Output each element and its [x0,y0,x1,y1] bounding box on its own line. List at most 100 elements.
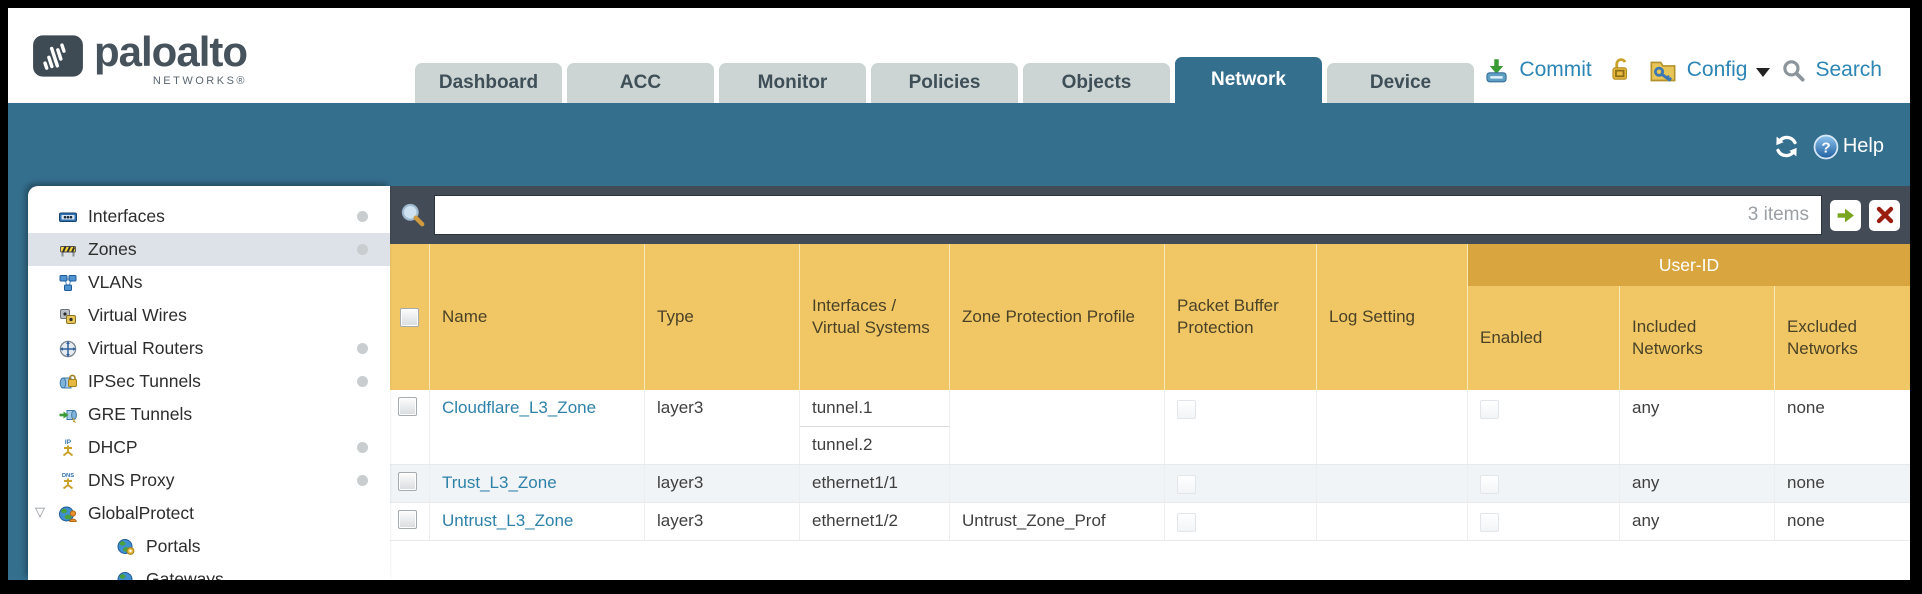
interface-item: tunnel.1 [800,390,949,427]
included-networks-cell: any [1620,465,1775,502]
tab-monitor[interactable]: Monitor [719,63,866,103]
lock-icon[interactable] [1607,57,1633,83]
sidebar-item-dhcp[interactable]: IP DHCP [28,431,390,464]
status-dot [357,211,368,222]
sidebar-item-interfaces[interactable]: Interfaces [28,200,390,233]
sidebar-item-label: Interfaces [88,206,165,226]
sidebar-item-label: DNS Proxy [88,470,175,490]
user-id-enabled-checkbox[interactable] [1480,513,1499,532]
packet-buffer-protection-checkbox[interactable] [1177,475,1196,494]
sidebar-item-label: IPSec Tunnels [88,371,201,391]
zone-name-link[interactable]: Untrust_L3_Zone [442,511,574,530]
user-id-group-header: User-ID [1468,244,1910,286]
column-header-zone-protection-profile[interactable]: Zone Protection Profile [950,244,1165,390]
tab-device[interactable]: Device [1327,63,1474,103]
included-networks-cell: any [1620,390,1775,464]
sidebar-item-zones[interactable]: Zones [28,233,390,266]
user-id-enabled-checkbox[interactable] [1480,475,1499,494]
select-all-checkbox[interactable] [400,307,419,327]
table-header: Name Type Interfaces / Virtual Systems Z… [390,244,1910,390]
zone-name-link[interactable]: Cloudflare_L3_Zone [442,398,597,417]
tab-dashboard[interactable]: Dashboard [415,63,562,103]
apply-filter-icon [1837,208,1854,222]
tab-network[interactable]: Network [1175,57,1322,103]
sidebar-item-gre-tunnels[interactable]: GRE Tunnels [28,398,390,431]
sidebar-item-label: Virtual Wires [88,305,187,325]
column-header-name[interactable]: Name [430,244,645,390]
column-header-enabled[interactable]: Enabled [1468,286,1620,390]
packet-buffer-protection-checkbox[interactable] [1177,400,1196,419]
sidebar-item-label: VLANs [88,272,143,292]
dhcp-icon: IP [58,438,80,457]
vlans-icon [58,273,80,292]
zones-table: Name Type Interfaces / Virtual Systems Z… [390,244,1910,580]
svg-text:?: ? [1821,139,1830,156]
zone-name-link[interactable]: Trust_L3_Zone [442,473,557,492]
help-button[interactable]: Help [1842,135,1884,157]
sidebar-item-virtual-routers[interactable]: Virtual Routers [28,332,390,365]
commit-button[interactable]: Commit [1519,58,1592,81]
user-id-column-group: User-ID Enabled Included Networks Exclud… [1468,244,1910,390]
chevron-down-icon[interactable] [1756,67,1771,77]
excluded-networks-cell: none [1787,511,1825,530]
sidebar-item-globalprotect[interactable]: ▽ GlobalProtect [28,497,390,530]
zone-interfaces-cell: ethernet1/2 [800,503,950,540]
config-icon [1648,56,1678,84]
sidebar-item-virtual-wires[interactable]: Virtual Wires [28,299,390,332]
excluded-networks-cell: none [1787,473,1825,492]
row-checkbox[interactable] [398,472,417,491]
refresh-icon[interactable] [1773,133,1800,160]
zone-protection-profile-cell [950,465,1165,502]
tab-acc[interactable]: ACC [567,63,714,103]
portals-icon [116,537,138,556]
config-menu-button[interactable]: Config [1686,58,1748,81]
apply-filter-button[interactable] [1830,199,1861,231]
sidebar-item-portals[interactable]: Portals [28,530,390,563]
status-dot [357,376,368,387]
brand-name: paloalto [94,28,248,75]
globalprotect-icon [58,504,80,523]
sidebar-item-ipsec-tunnels[interactable]: IPSec Tunnels [28,365,390,398]
gateways-icon [116,570,138,580]
clear-filter-button[interactable] [1869,199,1900,231]
log-setting-cell [1317,390,1468,464]
sidebar-item-label: Portals [146,536,201,556]
sidebar-item-dns-proxy[interactable]: DNS DNS Proxy [28,464,390,497]
zone-protection-profile-cell: Untrust_Zone_Prof [950,503,1165,540]
column-header-included-networks[interactable]: Included Networks [1620,286,1775,390]
user-id-enabled-checkbox[interactable] [1480,400,1499,419]
table-row: Untrust_L3_Zone layer3 ethernet1/2 Untru… [390,503,1910,541]
header-utilities: Commit Config Search [1483,56,1882,84]
filter-magnifier-icon [400,202,426,228]
sidebar-item-label: Zones [88,239,137,259]
log-setting-cell [1317,503,1468,540]
svg-text:IP: IP [65,439,72,446]
row-checkbox[interactable] [398,510,417,529]
filter-input[interactable] [435,196,1748,234]
sidebar-item-gateways[interactable]: Gateways [28,563,390,580]
zone-type-cell: layer3 [645,390,800,464]
column-header-interfaces[interactable]: Interfaces / Virtual Systems [800,244,950,390]
clear-filter-icon [1876,206,1893,224]
items-count: 3 items [1747,204,1809,225]
ipsec-tunnels-icon [58,372,80,391]
paloalto-logo: paloalto NETWORKS® [32,28,248,87]
column-header-packet-buffer-protection[interactable]: Packet Buffer Protection [1165,244,1317,390]
status-dot [357,475,368,486]
row-checkbox[interactable] [398,397,417,416]
tab-policies[interactable]: Policies [871,63,1018,103]
column-header-type[interactable]: Type [645,244,800,390]
status-dot [357,442,368,453]
sidebar-item-vlans[interactable]: VLANs [28,266,390,299]
table-row: Cloudflare_L3_Zone layer3 tunnel.1 tunne… [390,390,1910,465]
zone-type-cell: layer3 [645,465,800,502]
column-header-log-setting[interactable]: Log Setting [1317,244,1468,390]
column-header-excluded-networks[interactable]: Excluded Networks [1787,316,1858,358]
tab-objects[interactable]: Objects [1023,63,1170,103]
collapse-expander-icon[interactable]: ▽ [35,504,45,519]
global-search-button[interactable]: Search [1815,58,1882,81]
zones-icon [58,240,80,259]
packet-buffer-protection-checkbox[interactable] [1177,513,1196,532]
status-dot [357,244,368,255]
sidebar-item-label: GRE Tunnels [88,404,193,424]
